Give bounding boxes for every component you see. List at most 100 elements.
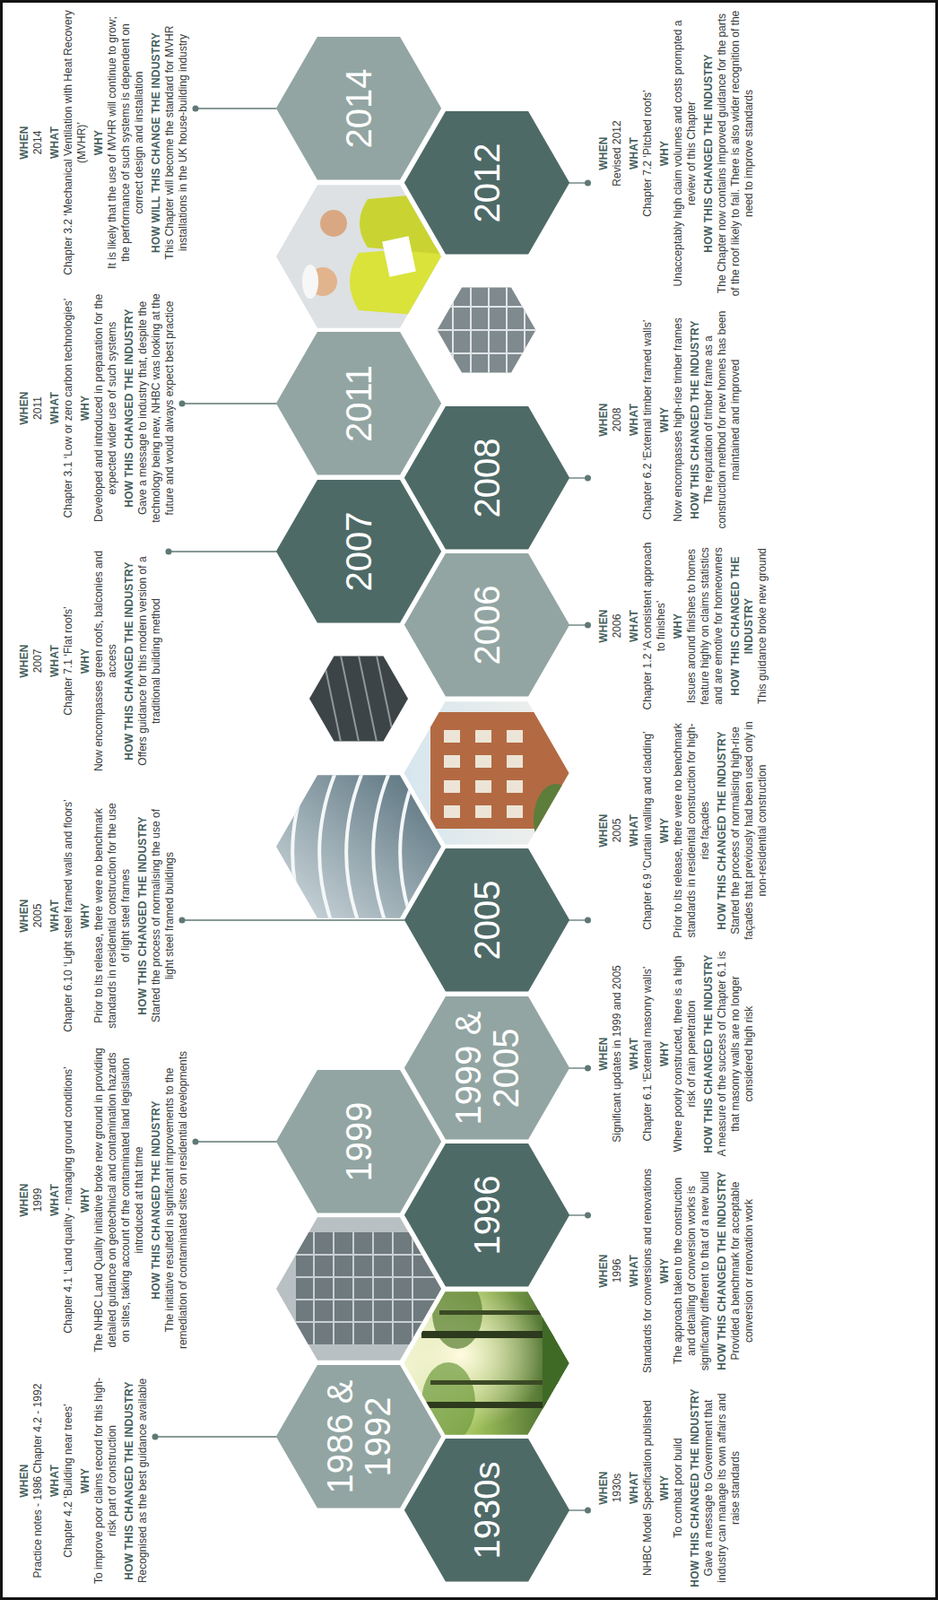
field-text: To combat poor build [671, 1384, 686, 1591]
field-heading: WHAT [627, 950, 642, 1157]
leader-line [195, 107, 278, 109]
timeline-entry: WHENRevised 2012WHATChapter 7.2 ‘Pitched… [593, 8, 756, 298]
year-hexagon: 2014 [273, 34, 444, 183]
field-heading: WHEN [597, 1384, 611, 1591]
field-text: Chapter 1.2 ‘A consistent approach to fi… [641, 541, 669, 711]
field-heading: HOW THIS CHANGED THE INDUSTRY [122, 1370, 137, 1591]
balcony-bands [292, 770, 417, 923]
leader-line [155, 1435, 278, 1437]
field-text: Started the process of normalising the u… [149, 798, 177, 1034]
field-text: Developed and introduced in preparation … [92, 290, 120, 526]
year-label: 2007 [339, 490, 378, 614]
field-text: Unacceptably high claim volumes and cost… [671, 8, 699, 298]
field-text: Gave a message to industry that, despite… [136, 290, 177, 526]
field-heading: WHEN [597, 541, 611, 711]
field-text: This guidance broke new ground [755, 541, 770, 711]
year-label: 1986 & 1992 [321, 1375, 397, 1499]
field-heading: WHY [78, 290, 93, 526]
field-text: Gave a message to Government that indust… [702, 1384, 743, 1591]
hexagon-fill [403, 996, 569, 1140]
leader-dot [152, 1433, 159, 1441]
window-grid [434, 284, 539, 376]
field-heading: WHAT [627, 8, 642, 298]
brick-building-photo [399, 695, 579, 856]
field-text: Recognised as the best guidance availabl… [136, 1370, 150, 1591]
field-text: Started the process of normalising high-… [729, 720, 770, 940]
leader-dot [584, 475, 591, 482]
leader-dot [179, 400, 186, 408]
field-heading: WHAT [48, 290, 62, 526]
field-heading: WHEN [597, 308, 611, 531]
brick-facade [430, 712, 574, 829]
leader-dot [192, 105, 200, 113]
field-heading: WHEN [597, 1167, 611, 1374]
field-text: Chapter 3.1 ‘Low or zero carbon technolo… [61, 290, 76, 526]
head [320, 209, 348, 237]
field-heading: HOW THIS CHANGED THE INDUSTRY [136, 798, 150, 1034]
leader-dot [584, 1065, 591, 1072]
leader-line [195, 1140, 278, 1142]
field-text: Chapter 6.1 ‘External masonry walls’ [641, 950, 655, 1157]
field-text: It is likely that the use of MVHR will c… [105, 8, 147, 277]
year-label: 2012 [468, 121, 506, 245]
field-heading: HOW THIS CHANGED THE INDUSTRY [715, 720, 730, 940]
tree-trunk [421, 1401, 574, 1408]
year-label: 1999 & 2005 [449, 1007, 525, 1130]
timeline-entry: WHEN2006WHATChapter 1.2 ‘A consistent ap… [593, 541, 770, 711]
field-heading: WHAT [627, 541, 642, 711]
field-text: 2007 [31, 539, 45, 782]
field-heading: WHY [658, 1167, 672, 1374]
timeline-entry: WHEN2011WHATChapter 3.1 ‘Low or zero car… [14, 290, 177, 526]
field-text: The approach taken to the construction a… [671, 1167, 713, 1374]
field-heading: WHAT [48, 798, 62, 1034]
roof-lines [322, 655, 395, 742]
field-heading: WHEN [597, 720, 611, 940]
leader-line [182, 919, 405, 921]
hexagon-fill [403, 1143, 569, 1287]
field-heading: WHY [658, 308, 672, 531]
year-label: 2014 [339, 47, 378, 171]
field-text: This Chapter will become the standard fo… [163, 8, 191, 277]
field-heading: HOW THIS CHANGED THE INDUSTRY [122, 539, 137, 782]
field-heading: WHY [658, 720, 672, 940]
leader-dot [584, 917, 591, 924]
timeline-entry: WHEN2014WHATChapter 3.2 ‘Mechanical Vent… [14, 8, 191, 277]
field-heading: WHY [78, 539, 93, 782]
field-text: To improve poor claims record for this h… [92, 1370, 120, 1591]
field-heading: WHAT [627, 308, 642, 531]
field-text: 1999 [31, 1047, 45, 1353]
year-label: 2005 [468, 859, 506, 982]
field-heading: WHEN [597, 8, 611, 298]
leader-dot [179, 917, 186, 924]
field-heading: WHEN [17, 290, 32, 526]
hexagon-fill [403, 553, 569, 697]
field-heading: HOW THIS CHANGED THE INDUSTRY [122, 290, 137, 526]
leader-dot [584, 1212, 591, 1219]
field-text: Chapter 6.9 ‘Curtain walling and claddin… [641, 720, 655, 940]
hexagon-fill [403, 848, 569, 992]
hexagon-fill [403, 406, 569, 550]
field-text: Now encompasses high-rise timber frames [671, 308, 686, 531]
field-text: The reputation of timber frame as a cons… [702, 308, 743, 531]
windows [443, 729, 523, 818]
roof [304, 653, 413, 744]
field-heading: WHAT [48, 539, 62, 782]
field-heading: WHAT [48, 8, 62, 277]
field-heading: HOW THIS CHANGED THE INDUSTRY [729, 541, 756, 711]
hexagon-fill [403, 111, 569, 255]
timeline-entry: WHEN1930sWHATNHBC Model Specification pu… [593, 1384, 743, 1591]
field-text: Issues around finishes to homes feature … [685, 541, 726, 711]
year-label: 1999 [339, 1080, 378, 1204]
year-hexagon: 1999 & 2005 [401, 994, 573, 1143]
field-text: 1996 [610, 1167, 625, 1374]
field-text: 2011 [31, 290, 45, 526]
field-text: Chapter 7.2 ‘Pitched roofs’ [641, 8, 655, 298]
sky [399, 695, 574, 849]
field-text: Where poorly constructed, there is a hig… [671, 950, 699, 1157]
grass [542, 1285, 574, 1439]
field-heading: HOW THIS CHANGED THE INDUSTRY [688, 1384, 703, 1591]
field-text: Chapter 7.1 ‘Flat roofs’ [61, 539, 76, 782]
field-heading: WHAT [627, 1384, 642, 1591]
field-heading: HOW THIS CHANGED THE INDUSTRY [149, 1047, 164, 1353]
field-heading: HOW THIS CHANGED THE INDUSTRY [702, 8, 716, 298]
